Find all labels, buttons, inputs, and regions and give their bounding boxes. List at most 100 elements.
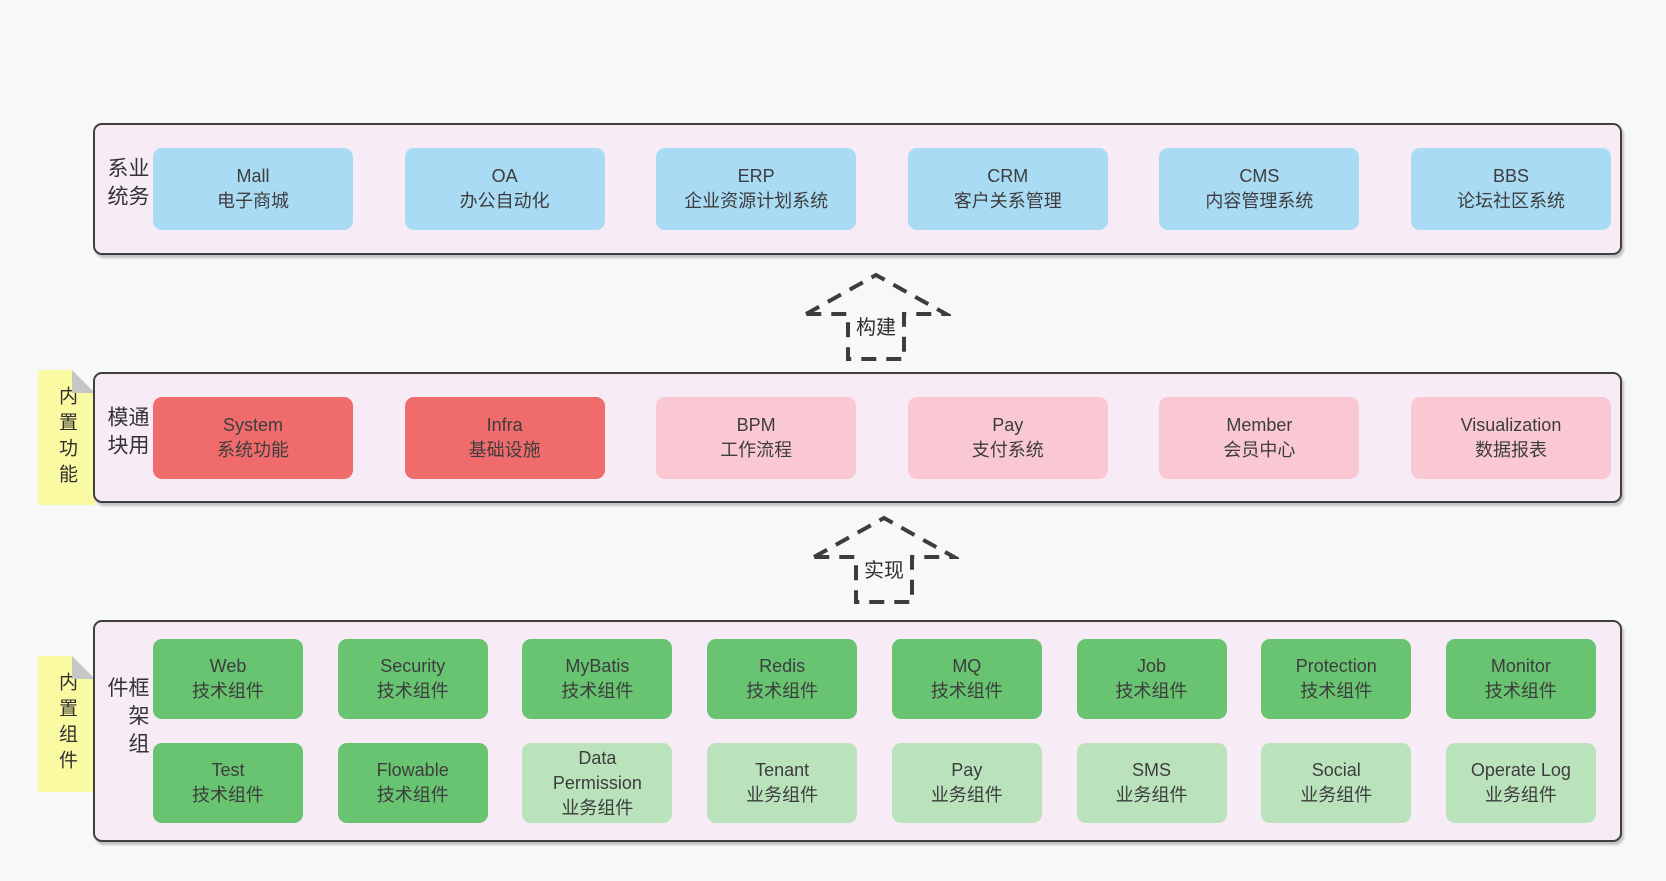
arrow-implement: 实现 — [809, 515, 959, 605]
box-mall: Mall 电子商城 — [153, 148, 353, 230]
box-title: Social — [1311, 760, 1361, 780]
sticky-note-text: 内置功能 — [56, 385, 77, 490]
box-title: ERP — [737, 166, 775, 186]
box-title: Monitor — [1490, 656, 1551, 676]
box-flowable: Flowable 技术组件 — [337, 743, 488, 823]
sticky-note-text: 内置组件 — [56, 672, 77, 776]
box-subtitle: 技术组件 — [746, 681, 819, 701]
folded-corner-icon — [72, 656, 95, 679]
box-subtitle: 技术组件 — [376, 785, 449, 805]
box-subtitle: 技术组件 — [192, 785, 264, 805]
box-title: Infra — [486, 414, 523, 435]
box-title: Protection — [1295, 656, 1377, 676]
box-subtitle: 业务组件 — [1300, 785, 1373, 805]
box-erp: ERP 企业资源计划系统 — [656, 148, 857, 230]
box-subtitle: 业务组件 — [1115, 785, 1188, 805]
box-title: Pay — [951, 760, 983, 780]
box-title: MQ — [952, 656, 982, 676]
box-subtitle: 技术组件 — [376, 681, 449, 701]
box-subtitle: 技术组件 — [1484, 681, 1557, 701]
box-subtitle: 电子商城 — [217, 191, 289, 211]
arrow-build: 构建 — [801, 272, 951, 362]
box-subtitle: 数据报表 — [1474, 439, 1547, 460]
box-subtitle: 技术组件 — [1300, 681, 1373, 701]
box-subtitle: 业务组件 — [1484, 785, 1557, 805]
box-mybatis: MyBatis 技术组件 — [522, 639, 673, 719]
box-title: System — [222, 414, 283, 435]
box-pay: Pay 支付系统 — [907, 396, 1108, 479]
box-operate-log: Operate Log 业务组件 — [1445, 743, 1596, 823]
box-monitor: Monitor 技术组件 — [1445, 639, 1596, 719]
box-subtitle: 基础设施 — [468, 439, 541, 460]
box-tenant: Tenant 业务组件 — [707, 743, 858, 823]
box-subtitle: 企业资源计划系统 — [684, 191, 829, 211]
arrow-label: 构建 — [851, 310, 901, 341]
box-social: Social 业务组件 — [1261, 743, 1412, 823]
box-title: SMS — [1132, 760, 1172, 780]
box-subtitle: 业务组件 — [930, 785, 1003, 805]
box-member: Member 会员中心 — [1159, 396, 1360, 479]
box-subtitle: 客户关系管理 — [953, 191, 1062, 211]
box-subtitle: 技术组件 — [192, 681, 264, 701]
box-title: Web — [209, 656, 247, 676]
box-title: Member — [1226, 414, 1293, 435]
arrow-label: 实现 — [859, 553, 909, 584]
box-title: Data Permission — [552, 747, 642, 793]
box-protection: Protection 技术组件 — [1261, 639, 1412, 719]
box-subtitle: 系统功能 — [217, 439, 289, 460]
box-data-permission: Data Permission 业务组件 — [522, 743, 673, 823]
box-visualization: Visualization 数据报表 — [1410, 396, 1611, 479]
box-redis: Redis 技术组件 — [707, 639, 858, 719]
box-title: Mall — [236, 166, 270, 186]
box-title: Redis — [759, 656, 806, 676]
box-subtitle: 技术组件 — [1115, 681, 1188, 701]
box-title: Tenant — [755, 760, 810, 780]
box-title: Security — [380, 656, 446, 676]
box-title: Pay — [992, 414, 1024, 435]
box-title: Operate Log — [1470, 760, 1571, 780]
panel-side-label: 框架组件 — [105, 676, 149, 761]
box-crm: CRM 客户关系管理 — [907, 148, 1108, 230]
sticky-note-built-in-components: 内置组件 — [38, 656, 95, 792]
box-title: BBS — [1492, 166, 1529, 186]
box-title: CRM — [987, 166, 1029, 186]
box-title: CMS — [1239, 166, 1280, 186]
box-sms: SMS 业务组件 — [1076, 743, 1227, 823]
box-title: Test — [211, 760, 245, 780]
box-title: OA — [491, 166, 518, 186]
box-subtitle: 技术组件 — [561, 681, 634, 701]
box-subtitle: 支付系统 — [971, 439, 1044, 460]
box-bbs: BBS 论坛社区系统 — [1410, 148, 1611, 230]
box-security: Security 技术组件 — [337, 639, 488, 719]
box-title: Flowable — [376, 760, 449, 780]
box-title: MyBatis — [565, 656, 630, 676]
box-title: BPM — [736, 414, 776, 435]
folded-corner-icon — [72, 370, 95, 393]
box-infra: Infra 基础设施 — [404, 396, 605, 479]
box-subtitle: 论坛社区系统 — [1456, 191, 1565, 211]
box-subtitle: 技术组件 — [930, 681, 1003, 701]
box-web: Web 技术组件 — [153, 639, 303, 719]
panel-side-label: 业务系统 — [105, 157, 149, 213]
box-mq: MQ 技术组件 — [891, 639, 1042, 719]
sticky-note-built-in-features: 内置功能 — [38, 370, 95, 505]
box-subtitle: 业务组件 — [561, 797, 634, 818]
box-title: Visualization — [1460, 414, 1562, 435]
panel-side-label: 通用模块 — [105, 405, 149, 462]
box-subtitle: 会员中心 — [1223, 439, 1296, 460]
box-subtitle: 业务组件 — [746, 785, 819, 805]
